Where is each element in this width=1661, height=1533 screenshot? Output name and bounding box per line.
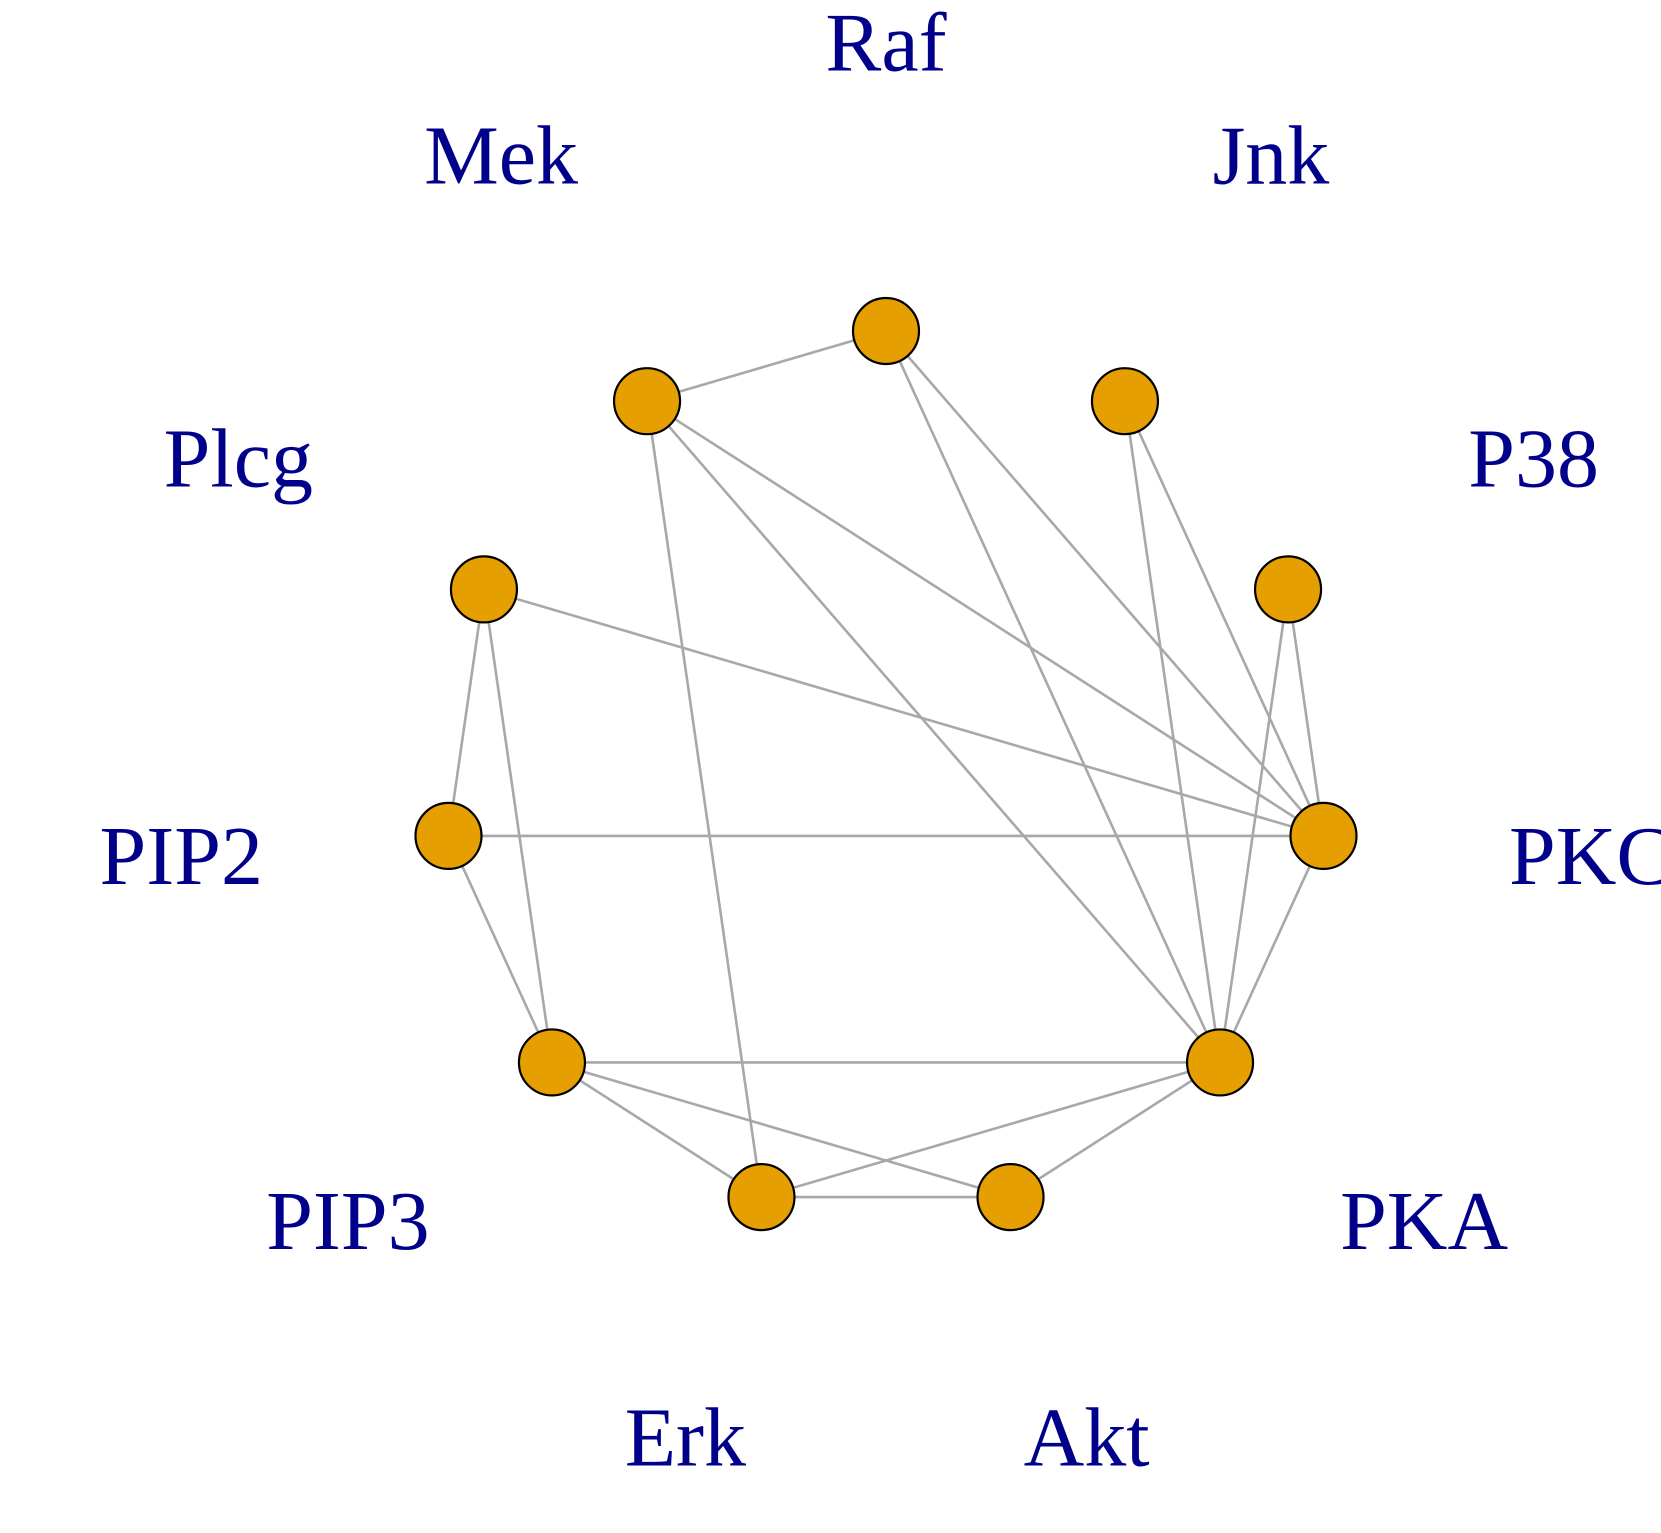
edge-raf-mek <box>646 329 887 403</box>
node-mek <box>612 367 682 436</box>
node-label-akt: Akt <box>1024 1392 1150 1485</box>
edge-p38-pkc <box>1286 589 1325 837</box>
node-label-pip2: PIP2 <box>100 810 263 903</box>
edge-plcg-pip2 <box>447 589 486 837</box>
edge-pip3-akt <box>551 1061 1011 1199</box>
node-label-erk: Erk <box>625 1392 746 1485</box>
edge-raf-pka <box>884 330 1222 1063</box>
edges-layer <box>447 329 1325 1199</box>
node-label-raf: Raf <box>825 0 946 90</box>
edge-raf-pkc <box>885 330 1325 837</box>
node-plcg <box>449 555 519 624</box>
node-akt <box>976 1162 1045 1232</box>
node-label-pip3: PIP3 <box>266 1175 429 1268</box>
node-label-plcg: Plcg <box>164 413 313 506</box>
node-jnk <box>1090 367 1160 436</box>
edge-jnk-pka <box>1123 400 1222 1063</box>
node-pka <box>1185 1028 1255 1097</box>
edge-plcg-pip3 <box>482 589 554 1063</box>
node-pkc <box>1289 801 1358 871</box>
edge-mek-pkc <box>646 400 1325 837</box>
edge-pka-akt <box>1009 1061 1221 1199</box>
node-label-mek: Mek <box>424 110 578 203</box>
nodes-layer <box>414 296 1358 1232</box>
node-erk <box>727 1162 796 1232</box>
edge-pip3-erk <box>551 1061 763 1199</box>
node-label-pka: PKA <box>1340 1175 1508 1268</box>
node-label-pkc: PKC <box>1509 810 1661 903</box>
edge-pip2-pip3 <box>447 835 554 1063</box>
edge-mek-pka <box>646 400 1222 1064</box>
node-label-p38: P38 <box>1468 413 1599 506</box>
edge-mek-erk <box>645 400 763 1198</box>
node-pip3 <box>517 1028 587 1097</box>
edge-pka-erk <box>761 1061 1221 1199</box>
edge-p38-pka <box>1218 589 1290 1063</box>
node-p38 <box>1253 555 1323 624</box>
edge-pkc-pka <box>1218 835 1325 1063</box>
edge-plcg-pkc <box>483 588 1324 838</box>
node-label-jnk: Jnk <box>1213 110 1330 203</box>
node-pip2 <box>414 801 483 871</box>
node-raf <box>851 296 921 366</box>
edge-jnk-pkc <box>1123 400 1325 837</box>
